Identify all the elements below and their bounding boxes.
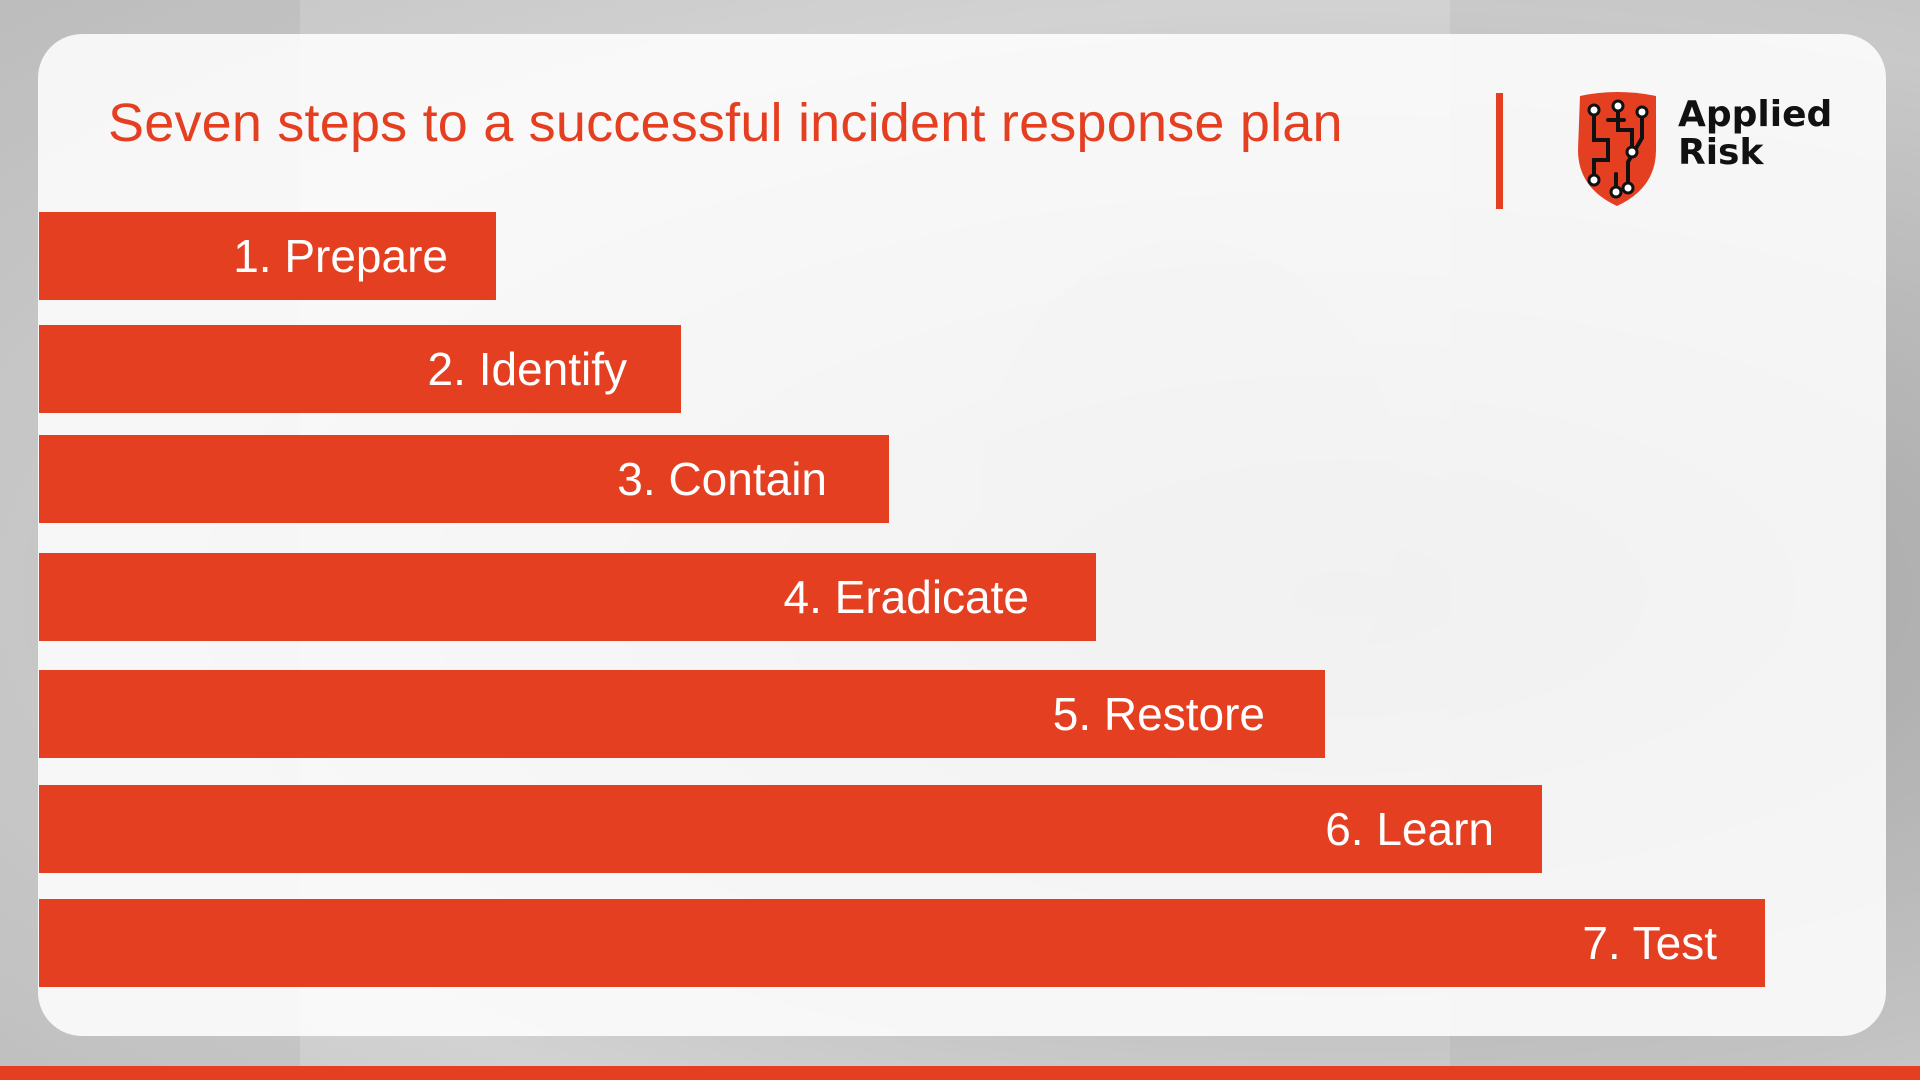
page-title: Seven steps to a successful incident res… — [108, 93, 1343, 153]
title-divider — [1496, 93, 1503, 209]
step-bar-3: 3. Contain — [39, 435, 889, 523]
step-bar-5: 5. Restore — [39, 670, 1325, 758]
step-bar-7: 7. Test — [39, 899, 1765, 987]
bottom-accent-bar — [0, 1066, 1920, 1080]
step-label: 2. Identify — [427, 343, 627, 395]
shield-circuit-icon — [1578, 92, 1656, 206]
step-label: 6. Learn — [1325, 803, 1494, 855]
logo-line-1: Applied — [1678, 94, 1833, 135]
step-bar-6: 6. Learn — [39, 785, 1542, 873]
step-label: 4. Eradicate — [783, 571, 1029, 623]
logo-line-2: Risk — [1678, 132, 1764, 173]
step-bar-1: 1. Prepare — [39, 212, 496, 300]
step-label: 7. Test — [1582, 917, 1717, 969]
step-label: 1. Prepare — [233, 230, 448, 282]
applied-risk-logo: Applied Risk — [1572, 90, 1832, 210]
step-label: 5. Restore — [1052, 688, 1265, 740]
step-label: 3. Contain — [617, 453, 827, 505]
step-bar-2: 2. Identify — [39, 325, 681, 413]
logo-wordmark: Applied Risk — [1678, 96, 1832, 172]
step-bar-4: 4. Eradicate — [39, 553, 1096, 641]
